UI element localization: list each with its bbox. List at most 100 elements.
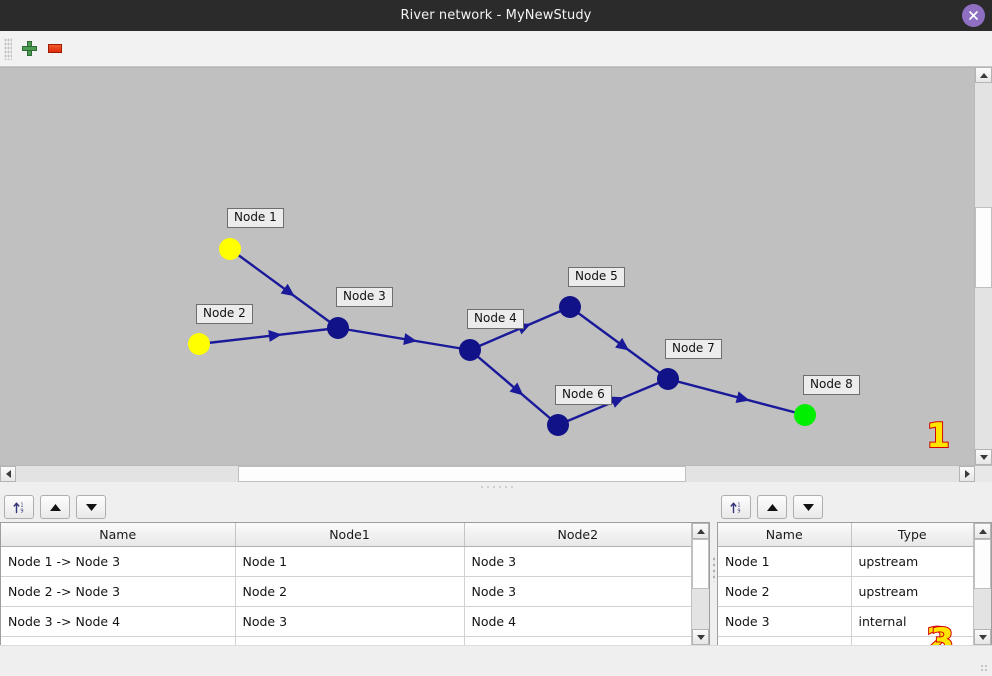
- graph-edge[interactable]: [667, 377, 806, 417]
- close-icon[interactable]: [962, 4, 985, 27]
- links-vscroll-track[interactable]: [692, 539, 710, 629]
- nodes-vscroll-track[interactable]: [974, 539, 991, 629]
- graph-node-label-node-8[interactable]: Node 8: [803, 375, 860, 395]
- svg-text:1: 1: [20, 502, 23, 508]
- chevron-up-icon: [696, 528, 705, 534]
- links-table-row-cell[interactable]: Node 4 -> Node 5: [1, 636, 236, 645]
- delete-minus-icon[interactable]: [42, 36, 68, 62]
- links-table-row-cell[interactable]: Node 4: [235, 636, 465, 645]
- network-graph-canvas[interactable]: Node 1 Node 2 Node 3 Node 4 Node 5 Node 6 Node…: [0, 67, 974, 465]
- plus-glyph: [22, 41, 37, 56]
- graph-node-label-node-4[interactable]: Node 4: [467, 309, 524, 329]
- graph-vertical-scrollbar[interactable]: [974, 67, 992, 465]
- graph-edge[interactable]: [229, 248, 339, 329]
- nodes-column-header-name[interactable]: Name: [718, 523, 852, 547]
- links-table-vertical-scrollbar[interactable]: [691, 523, 710, 645]
- links-column-header-name[interactable]: Name: [1, 523, 236, 547]
- nodes-scroll-down-button[interactable]: [974, 629, 991, 645]
- nodes-table-row-cell[interactable]: internal: [851, 606, 973, 637]
- links-table-row-cell[interactable]: Node 3: [464, 546, 692, 577]
- nodes-table-row-cell[interactable]: internal: [851, 636, 973, 645]
- graph-node-label-node-5[interactable]: Node 5: [568, 267, 625, 287]
- sort-ascending-icon[interactable]: 1 9: [721, 495, 751, 519]
- nodes-vscroll-thumb[interactable]: [974, 539, 991, 589]
- graph-node-node-1[interactable]: [219, 238, 241, 260]
- arrow-down-icon[interactable]: [76, 495, 106, 519]
- graph-node-node-3[interactable]: [327, 317, 349, 339]
- nodes-table-row-cell[interactable]: Node 1: [718, 546, 852, 577]
- links-table-row-cell[interactable]: Node 5: [464, 636, 692, 645]
- nodes-table-row-cell[interactable]: Node 2: [718, 576, 852, 607]
- scroll-down-button[interactable]: [975, 449, 992, 465]
- graph-node-node-5[interactable]: [559, 296, 581, 318]
- links-table-row-cell[interactable]: Node 4: [464, 606, 692, 637]
- main-toolbar: [0, 31, 992, 67]
- nodes-column-header-type[interactable]: Type: [851, 523, 973, 547]
- graph-edge-arrow-icon: [610, 396, 625, 408]
- links-table-row-cell[interactable]: Node 3: [464, 576, 692, 607]
- add-plus-icon[interactable]: [16, 36, 42, 62]
- links-vscroll-thumb[interactable]: [692, 539, 710, 589]
- graph-edge[interactable]: [198, 326, 339, 346]
- graph-hscroll-track[interactable]: [16, 466, 959, 482]
- arrow-down-icon[interactable]: [793, 495, 823, 519]
- scroll-up-button[interactable]: [975, 67, 992, 83]
- links-table-row-cell[interactable]: Node 1 -> Node 3: [1, 546, 236, 577]
- graph-vscroll-track[interactable]: [975, 83, 992, 449]
- graph-node-node-4[interactable]: [459, 339, 481, 361]
- scroll-right-button[interactable]: [959, 466, 975, 482]
- links-table-row-cell[interactable]: Node 3 -> Node 4: [1, 606, 236, 637]
- links-table-row-cell[interactable]: Node 1: [235, 546, 465, 577]
- graph-vscroll-thumb[interactable]: [975, 207, 992, 288]
- nodes-table-vertical-scrollbar[interactable]: [973, 523, 991, 645]
- graph-node-label-node-3[interactable]: Node 3: [336, 287, 393, 307]
- graph-node-node-7[interactable]: [657, 368, 679, 390]
- nodes-table-row[interactable]: Node 4internal: [718, 636, 973, 645]
- window-resize-grip[interactable]: [980, 664, 989, 673]
- arrow-up-icon[interactable]: [757, 495, 787, 519]
- nodes-table-row-cell[interactable]: Node 3: [718, 606, 852, 637]
- nodes-table-row-cell[interactable]: upstream: [851, 546, 973, 577]
- chevron-up-icon: [978, 528, 987, 534]
- nodes-table-row-cell[interactable]: upstream: [851, 576, 973, 607]
- nodes-table-row-cell[interactable]: Node 4: [718, 636, 852, 645]
- nodes-scroll-up-button[interactable]: [974, 523, 991, 539]
- graph-node-label-node-7[interactable]: Node 7: [665, 339, 722, 359]
- graph-edge[interactable]: [337, 326, 471, 352]
- graph-node-label-node-2[interactable]: Node 2: [196, 304, 253, 324]
- graph-node-node-6[interactable]: [547, 414, 569, 436]
- annotation-marker-1: 1: [925, 416, 951, 456]
- title-bar: River network - MyNewStudy: [0, 0, 992, 31]
- scroll-left-button[interactable]: [0, 466, 16, 482]
- graph-node-label-node-6[interactable]: Node 6: [555, 385, 612, 405]
- links-table-row-cell[interactable]: Node 3: [235, 606, 465, 637]
- links-scroll-up-button[interactable]: [692, 523, 710, 539]
- sort-ascending-icon[interactable]: 1 9: [4, 495, 34, 519]
- links-column-header-node2[interactable]: Node2: [464, 523, 692, 547]
- graph-hscroll-thumb[interactable]: [237, 466, 686, 482]
- vertical-splitter[interactable]: [710, 492, 717, 645]
- network-graph-svg: [188, 238, 816, 436]
- graph-node-label-node-1[interactable]: Node 1: [227, 208, 284, 228]
- graph-horizontal-scrollbar[interactable]: [0, 465, 992, 482]
- svg-text:9: 9: [20, 508, 23, 514]
- links-table-row-cell[interactable]: Node 2: [235, 576, 465, 607]
- horizontal-splitter[interactable]: [0, 482, 992, 492]
- toolbar-drag-handle[interactable]: [4, 37, 12, 60]
- arrow-up-icon[interactable]: [40, 495, 70, 519]
- links-table-row-cell[interactable]: Node 2 -> Node 3: [1, 576, 236, 607]
- links-scroll-down-button[interactable]: [692, 629, 710, 645]
- graph-node-node-2[interactable]: [188, 333, 210, 355]
- graph-node-node-8[interactable]: [794, 404, 816, 426]
- links-column-header-node1[interactable]: Node1: [235, 523, 465, 547]
